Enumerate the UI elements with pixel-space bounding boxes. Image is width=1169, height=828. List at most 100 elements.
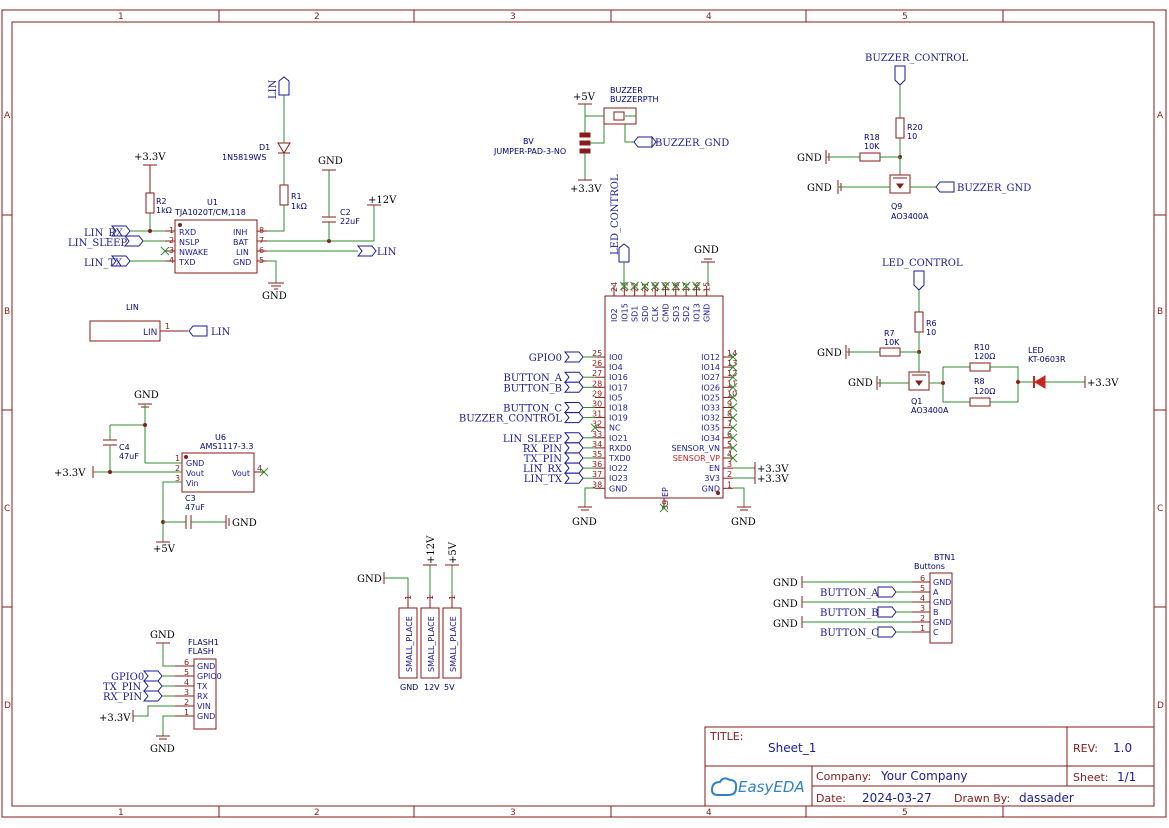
svg-text:BUZZERPTH: BUZZERPTH: [610, 95, 659, 104]
svg-text:EasyEDA: EasyEDA: [738, 778, 805, 796]
svg-text:BUZZER: BUZZER: [610, 86, 643, 95]
esp-right-pin-label: 3V3: [704, 474, 720, 483]
svg-text:GND: GND: [318, 156, 343, 167]
company-name: Your Company: [880, 769, 968, 783]
svg-text:1: 1: [404, 595, 413, 600]
outer-frame: [1, 9, 1167, 818]
svg-text:C3: C3: [185, 494, 196, 503]
esp-right-pin-label: IO27: [701, 373, 720, 382]
inner-frame: [11, 21, 1155, 807]
esp-pin-label: SD3: [672, 306, 681, 322]
svg-text:2: 2: [184, 698, 189, 707]
esp-left-pin-number: 36: [592, 460, 602, 469]
esp-pin-number: 15: [703, 282, 712, 292]
svg-text:120Ω: 120Ω: [974, 352, 995, 361]
svg-text:+3.3V: +3.3V: [1087, 378, 1119, 389]
title-block: TITLE: Sheet_1 REV: 1.0 Company: Your Co…: [704, 726, 1155, 807]
svg-text:AMS1117-3.3: AMS1117-3.3: [200, 442, 253, 451]
esp-left-pin-number: 26: [592, 359, 602, 368]
easyeda-logo: EasyEDA: [710, 777, 805, 796]
svg-text:5: 5: [902, 12, 908, 22]
svg-text:GND: GND: [400, 683, 418, 692]
svg-text:SMALL_PLACE: SMALL_PLACE: [449, 616, 458, 672]
esp-net-label: BUTTON_A: [504, 373, 563, 384]
svg-text:LED_CONTROL: LED_CONTROL: [882, 258, 963, 269]
esp-pin-label: CLK: [651, 306, 660, 322]
svg-text:+3.3V: +3.3V: [134, 152, 166, 163]
svg-text:GND: GND: [797, 153, 822, 164]
svg-text:U1: U1: [207, 198, 218, 207]
svg-text:GND: GND: [572, 517, 597, 528]
svg-text:AO3400A: AO3400A: [891, 212, 929, 221]
svg-text:D: D: [4, 701, 11, 711]
svg-text:+5V: +5V: [573, 92, 596, 103]
button-pin-number: 2: [920, 614, 925, 623]
svg-text:6: 6: [184, 658, 189, 667]
svg-text:2: 2: [175, 464, 180, 473]
svg-text:GND: GND: [773, 619, 798, 630]
svg-text:Company:: Company:: [816, 770, 871, 783]
svg-text:BUTTON_A: BUTTON_A: [820, 588, 879, 599]
svg-text:BUZZER_CONTROL: BUZZER_CONTROL: [865, 53, 968, 64]
svg-text:GND: GND: [233, 258, 251, 267]
esp-net-label: BUTTON_C: [503, 404, 562, 415]
button-pin-label: B: [933, 608, 939, 617]
svg-text:LED_CONTROL: LED_CONTROL: [610, 174, 621, 255]
svg-text:RXD: RXD: [179, 228, 196, 237]
svg-text:TXD: TXD: [178, 258, 196, 267]
button-pin-number: 5: [920, 584, 925, 593]
svg-text:TJA1020T/CM,118: TJA1020T/CM,118: [174, 208, 246, 217]
svg-text:R7: R7: [884, 329, 895, 338]
button-pin-label: GND: [933, 578, 951, 587]
svg-text:VIN: VIN: [197, 702, 211, 711]
svg-text:47uF: 47uF: [185, 503, 205, 512]
regulator-block: GND C4 47uF U6 AMS1117-3.3 GND Vout Vin …: [54, 390, 269, 555]
esp-net-label: LIN_SLEEP: [503, 434, 562, 445]
svg-text:LIN: LIN: [268, 79, 279, 99]
svg-text:R2: R2: [156, 197, 167, 206]
svg-text:22uF: 22uF: [340, 217, 360, 226]
svg-text:39: 39: [661, 500, 670, 510]
net-lin-tx: LIN_TX: [84, 258, 123, 269]
svg-text:Date:: Date:: [816, 792, 846, 805]
svg-text:1kΩ: 1kΩ: [291, 202, 307, 211]
svg-text:GND: GND: [357, 574, 382, 585]
svg-text:GND: GND: [186, 459, 204, 468]
sheet-title: Sheet_1: [768, 741, 816, 755]
grid-labels: 1 2 3 4 5 1 2 3 4 5 A B C D A B C D: [4, 12, 1164, 818]
title-label: TITLE:: [709, 730, 743, 743]
svg-text:LIN: LIN: [126, 303, 139, 312]
svg-text:R20: R20: [907, 123, 923, 132]
svg-text:BUZZER_GND: BUZZER_GND: [957, 183, 1031, 194]
svg-text:GND: GND: [197, 712, 215, 721]
svg-text:D1: D1: [259, 143, 270, 152]
svg-text:NWAKE: NWAKE: [179, 248, 208, 257]
esp-left-pin-number: 32: [592, 420, 602, 429]
svg-text:LIN: LIN: [377, 247, 397, 258]
esp-left-pin-number: 33: [592, 430, 602, 439]
esp-net-label: LIN_TX: [524, 474, 563, 485]
svg-text:A: A: [4, 111, 11, 121]
esp-left-pin-label: NC: [609, 424, 621, 433]
esp-left-pin-label: IO22: [609, 464, 628, 473]
esp-right-pin-label: EN: [709, 464, 720, 473]
button-pin-number: 6: [920, 574, 925, 583]
svg-text:GND: GND: [773, 599, 798, 610]
esp-left-pin-number: 28: [592, 379, 602, 388]
esp-right-pin-label: IO32: [701, 414, 720, 423]
svg-text:+3.3V: +3.3V: [570, 184, 602, 195]
esp-left-pin-label: IO21: [609, 434, 628, 443]
svg-text:B: B: [1157, 307, 1163, 317]
svg-text:NSLP: NSLP: [179, 238, 200, 247]
svg-text:+12V: +12V: [368, 195, 397, 206]
svg-text:SMALL_PLACE: SMALL_PLACE: [405, 616, 414, 672]
button-pin-number: 4: [920, 594, 925, 603]
svg-text:5: 5: [184, 668, 189, 677]
esp-pin-label: SD0: [641, 306, 650, 322]
svg-text:REV:: REV:: [1073, 742, 1098, 755]
u1-body: [174, 219, 258, 274]
svg-text:GND: GND: [694, 245, 719, 256]
svg-text:C: C: [4, 504, 10, 514]
esp-right-pin-label: SENSOR_VN: [671, 444, 720, 453]
